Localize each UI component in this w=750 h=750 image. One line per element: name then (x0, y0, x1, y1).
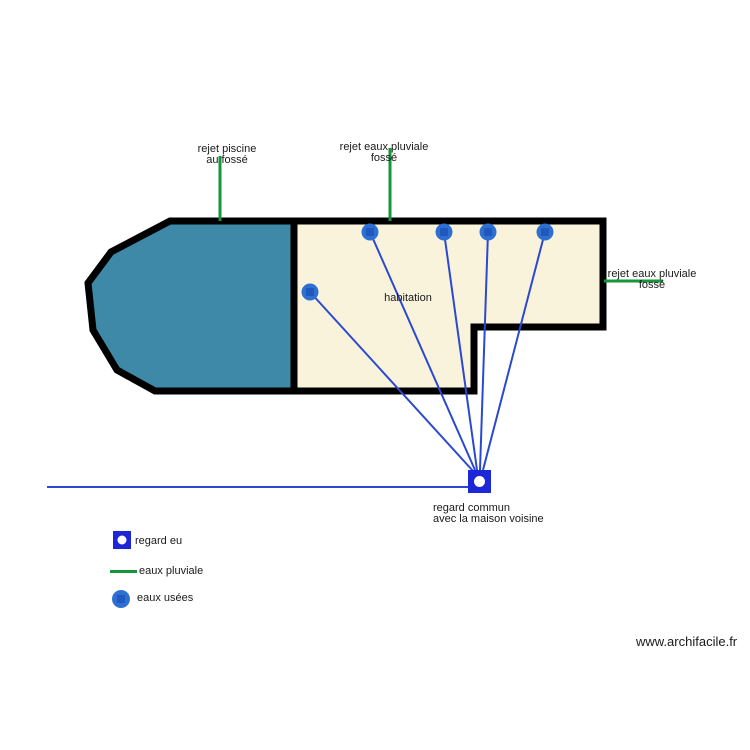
waste-water-point[interactable] (536, 223, 554, 241)
watermark-archifacile: www.archifacile.fr (636, 634, 738, 649)
label-rain-outlet-right[interactable]: rejet eaux pluviale fossé (607, 268, 697, 291)
waste-pipe-1[interactable] (309, 291, 474, 472)
legend-waste-dot-swatch (112, 590, 130, 608)
legend-label-regard-eu: regard eu (135, 535, 183, 547)
waste-pipe-3[interactable] (443, 231, 478, 471)
legend-manhole-swatch (113, 531, 131, 549)
house-shape[interactable] (290, 217, 607, 395)
waste-water-point[interactable] (301, 283, 319, 301)
waste-water-point[interactable] (435, 223, 453, 241)
waste-water-point[interactable] (479, 223, 497, 241)
label-rain-outlet-top[interactable]: rejet eaux pluviale fossé (339, 141, 429, 164)
pool-shape[interactable] (84, 217, 298, 395)
label-manhole[interactable]: regard commun avec la maison voisine (433, 502, 544, 525)
waste-pipe-5[interactable] (482, 231, 546, 471)
waste-water-point[interactable] (361, 223, 379, 241)
waste-pipe-2[interactable] (369, 231, 476, 471)
legend-label-eaux-usees: eaux usées (137, 592, 194, 604)
label-room-habitation[interactable]: habitation (384, 292, 432, 304)
legend-label-eaux-pluviale: eaux pluviale (139, 565, 204, 577)
waste-pipe-4[interactable] (479, 231, 489, 471)
label-pool-outlet[interactable]: rejet piscine au fossé (197, 143, 257, 166)
manhole-marker[interactable] (468, 470, 491, 493)
